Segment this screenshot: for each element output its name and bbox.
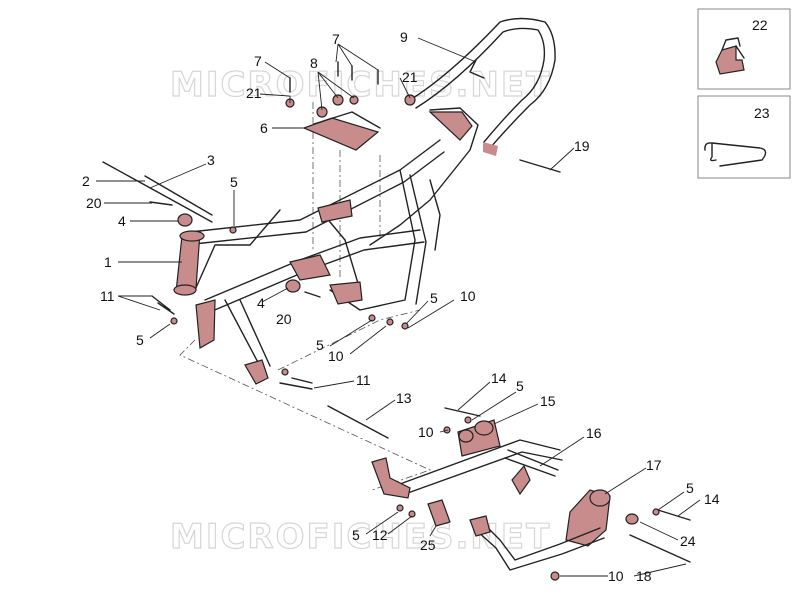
callout-17: 17 [646,457,662,473]
stand-assembly [327,405,691,581]
callout-10a: 10 [460,288,476,304]
callout-5c: 5 [430,290,438,306]
callout-5e: 5 [516,378,524,394]
callout-7a: 7 [254,53,262,69]
callout-labels: 7 7 9 8 21 21 6 3 2 5 20 4 1 11 5 4 20 5… [82,17,770,584]
inset-box-22 [697,8,791,90]
callout-23: 23 [754,105,770,121]
callout-21b: 21 [402,69,418,85]
callout-11b: 11 [356,372,371,388]
callout-5g: 5 [352,527,360,543]
callout-21a: 21 [246,85,262,101]
callout-5b: 5 [136,332,144,348]
callout-10b: 10 [328,348,344,364]
callout-8: 8 [310,55,318,71]
callout-19: 19 [574,138,590,154]
callout-5a: 5 [230,174,238,190]
callout-9: 9 [400,29,408,45]
callout-1: 1 [104,254,112,270]
callout-20b: 20 [276,311,292,327]
leader-lines [96,37,701,577]
callout-4a: 4 [118,213,126,229]
inset-box-23 [697,95,791,179]
callout-6: 6 [260,120,268,136]
callout-22: 22 [752,17,768,33]
callout-24: 24 [680,533,696,549]
callout-14b: 14 [704,491,720,507]
callout-12: 12 [372,527,388,543]
callout-4b: 4 [257,295,265,311]
callout-14a: 14 [491,370,507,386]
callout-2: 2 [82,173,90,189]
callout-20a: 20 [86,195,102,211]
frame [102,17,561,390]
callout-10c: 10 [418,424,434,440]
callout-10d: 10 [608,568,624,584]
watermark-bottom: MICROFICHES.NET [170,517,551,557]
callout-7b: 7 [332,31,340,47]
callout-11a: 11 [100,288,115,304]
callout-3: 3 [207,152,215,168]
callout-25: 25 [420,537,436,553]
callout-18: 18 [636,568,652,584]
callout-15: 15 [540,393,556,409]
callout-5d: 5 [316,337,324,353]
assembly-guides [179,102,432,491]
callout-16: 16 [586,425,602,441]
watermark-top: MICROFICHES.NET [170,65,551,105]
callout-5f: 5 [686,480,694,496]
callout-13: 13 [396,390,412,406]
